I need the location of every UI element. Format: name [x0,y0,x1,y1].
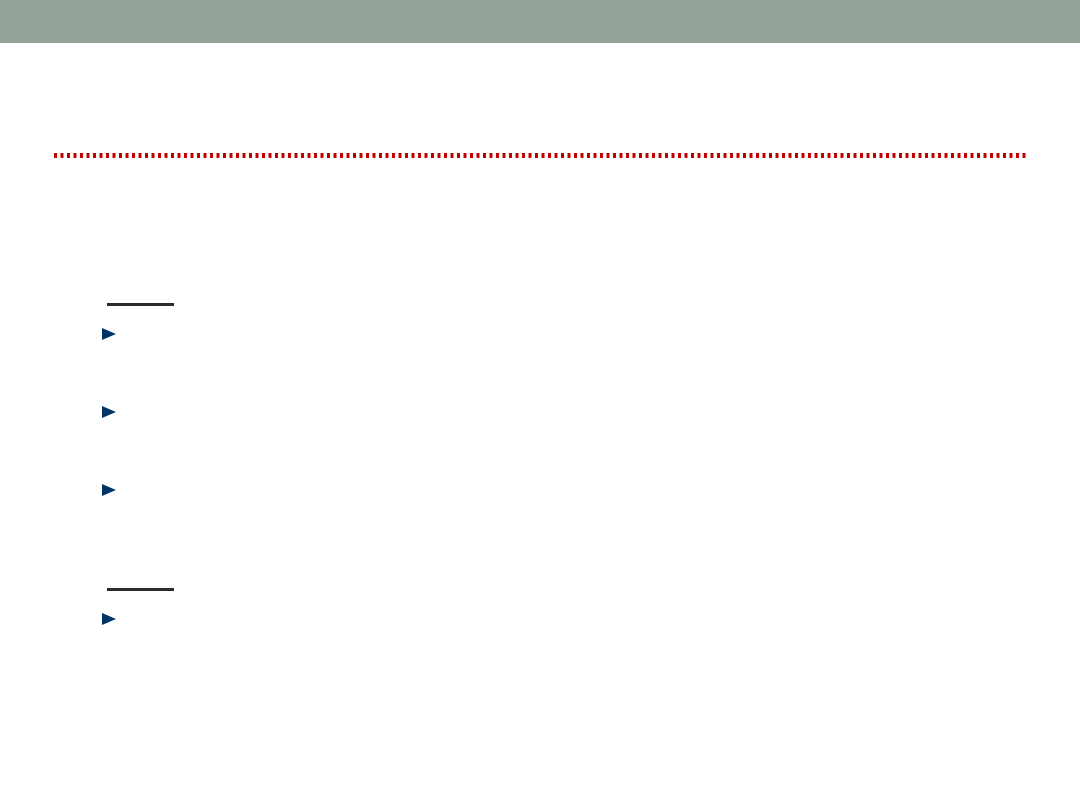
triangle-bullet-icon [102,613,116,625]
title-divider [54,153,1026,158]
section-heading-underline [107,303,174,306]
triangle-bullet-icon [102,328,116,340]
header-band [0,0,1080,43]
triangle-bullet-icon [102,484,116,496]
triangle-bullet-icon [102,406,116,418]
section-heading-underline [107,588,174,591]
